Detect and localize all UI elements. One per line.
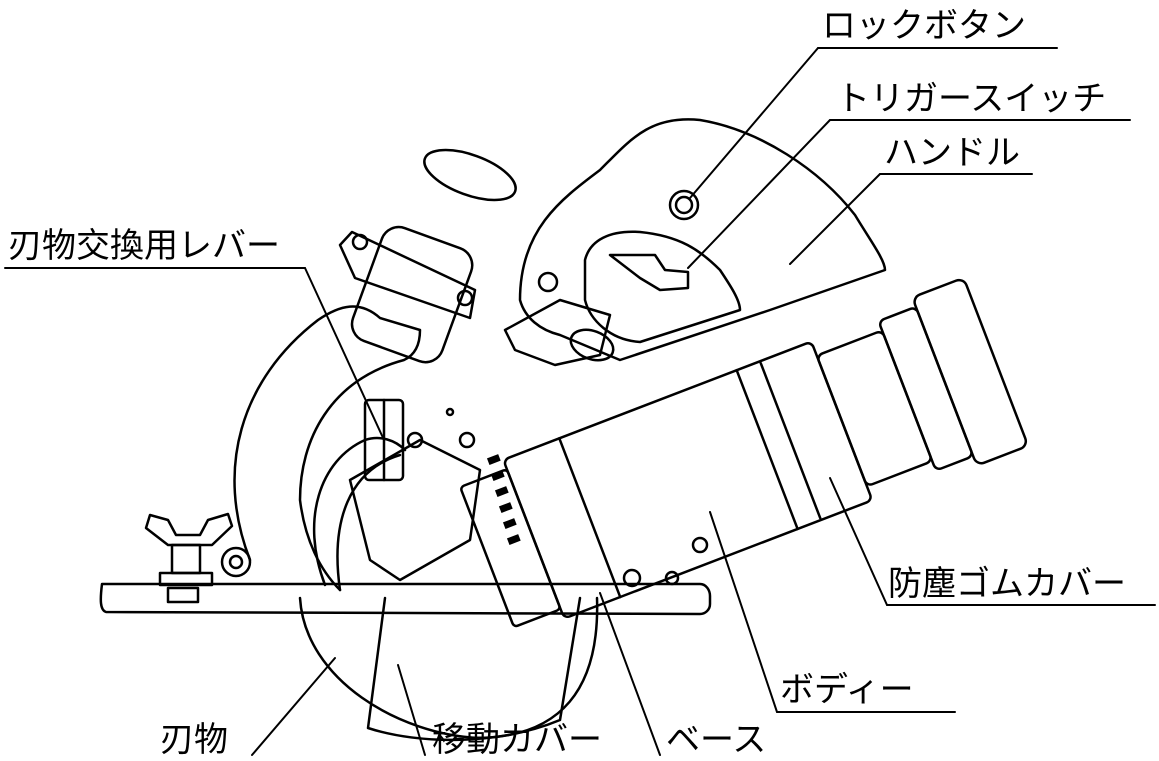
pivot-bolt <box>569 328 615 362</box>
label-moving-cover: 移動カバー <box>432 720 602 760</box>
motor-body <box>460 278 1028 628</box>
label-dust-rubber-cover: 防塵ゴムカバー <box>888 564 1126 604</box>
housing-screw-2 <box>458 431 476 449</box>
dust-chute <box>350 225 474 364</box>
leader-moving-cover <box>397 664 426 756</box>
guard-pivot-outer <box>220 546 252 578</box>
lock-button-outer <box>668 189 700 221</box>
bevel-plate <box>503 298 612 367</box>
label-lock-button: ロックボタン <box>822 6 1026 46</box>
lock-button-inner <box>674 195 694 215</box>
label-blade-change-lever: 刃物交換用レバー <box>8 226 280 266</box>
base-screw-3 <box>691 536 709 554</box>
label-body: ボディー <box>780 670 914 710</box>
leader-blade <box>251 657 336 756</box>
housing-screw-1 <box>406 431 424 449</box>
handle-outline <box>518 118 887 362</box>
leader-trigger <box>687 119 831 269</box>
handle-grip-opening <box>583 230 742 344</box>
base-screw-1 <box>622 568 642 588</box>
leader-handle <box>789 173 881 265</box>
blade-guard <box>233 305 422 592</box>
hex-nut <box>537 271 559 293</box>
leader-lock-button <box>689 47 819 199</box>
label-trigger-switch: トリガースイッチ <box>836 79 1107 119</box>
trigger <box>608 253 690 292</box>
blade-guard-inner <box>312 436 407 587</box>
gear-housing <box>348 438 482 582</box>
blade-lower <box>298 596 599 740</box>
dust-chute-mouth <box>423 148 517 202</box>
housing-screw-3 <box>445 407 455 417</box>
base-clamp <box>166 586 200 604</box>
leader-base <box>599 592 661 756</box>
base-screw-2 <box>664 570 680 586</box>
label-handle: ハンドル <box>884 133 1020 173</box>
wing-nut <box>144 512 234 587</box>
base-plate <box>99 582 712 616</box>
guard-pivot-inner <box>228 554 244 570</box>
leader-body <box>709 511 778 713</box>
label-base: ベース <box>666 720 767 760</box>
flange-screw-1 <box>351 233 369 251</box>
moving-cover <box>366 596 582 742</box>
chute-flange <box>338 230 477 320</box>
label-blade: 刃物 <box>160 720 228 760</box>
leader-dust-cover <box>829 477 888 606</box>
vent-slots <box>486 454 521 545</box>
guard-inner-ring <box>336 453 402 592</box>
leader-lines <box>4 47 1156 756</box>
flange-screw-2 <box>456 289 474 307</box>
